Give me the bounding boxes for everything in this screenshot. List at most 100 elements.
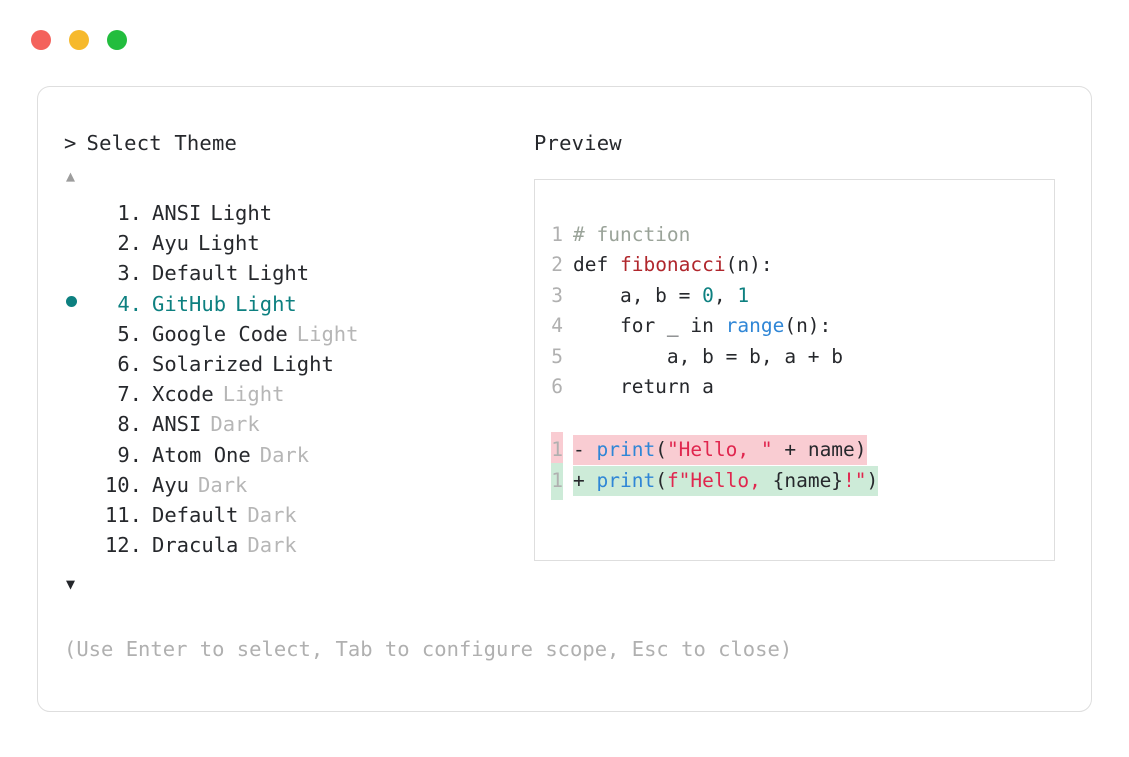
code-token: print (596, 438, 656, 462)
list-item-variant: Dark (259, 442, 310, 467)
list-item[interactable]: 2. Ayu Light (64, 228, 534, 258)
list-item-name: Ayu (152, 231, 190, 256)
list-item-variant: Light (198, 231, 260, 256)
diff-content: - print("Hello, " + name) (573, 435, 867, 466)
list-item-variant: Dark (210, 412, 260, 437)
list-item-number: 2. (117, 231, 142, 256)
page-title: Select Theme (86, 131, 238, 155)
line-number: 4 (551, 314, 563, 338)
list-item-name: GitHub (152, 291, 227, 316)
list-item-number: 12. (104, 533, 142, 558)
selection-bullet-cell (64, 289, 94, 319)
code-token: (n): (725, 253, 773, 277)
list-item-number: 9. (117, 442, 142, 467)
list-item-name: ANSI (152, 412, 202, 437)
theme-selector-card: > Select Theme ▲ 1. ANSI Light (37, 86, 1092, 712)
list-item[interactable]: 10. Ayu Dark (64, 470, 534, 500)
list-item[interactable]: 11. Default Dark (64, 500, 534, 530)
list-item[interactable]: 7. Xcode Light (64, 379, 534, 409)
code-token: (n): (784, 314, 832, 338)
diff-block: 1- print("Hello, " + name)1+ print(f"Hel… (535, 432, 1054, 501)
code-token: f"Hello, (666, 468, 773, 492)
list-item-number: 11. (104, 502, 142, 527)
list-item-number: 5. (117, 321, 142, 346)
code-token: # function (573, 223, 691, 246)
list-item-name: Solarized (152, 351, 264, 376)
code-token: return a (573, 374, 714, 398)
list-item[interactable]: 5. Google Code Light (64, 319, 534, 349)
code-token: for _ in (573, 314, 726, 338)
list-item-variant: Dark (247, 533, 297, 558)
code-token: + name) (772, 438, 867, 462)
list-item[interactable]: 3. Default Light (64, 258, 534, 288)
code-token: range (725, 314, 785, 338)
line-number: 5 (551, 344, 563, 368)
code-line: 6 return a (551, 372, 1054, 402)
close-window-button[interactable] (31, 30, 51, 50)
list-item-number: 7. (117, 382, 142, 407)
list-item-variant: Light (222, 382, 285, 407)
scroll-up-icon[interactable]: ▲ (66, 167, 76, 185)
list-item-name: ANSI (152, 201, 202, 225)
list-item-name: Dracula (152, 533, 239, 558)
diff-marker: - (573, 438, 597, 462)
line-number: 1 (551, 462, 563, 501)
keyboard-hint: (Use Enter to select, Tab to configure s… (64, 637, 793, 661)
list-item-variant: Light (296, 321, 359, 346)
list-item[interactable]: 9. Atom One Dark (64, 440, 534, 470)
code-token: print (596, 468, 656, 492)
list-item-number: 10. (104, 472, 142, 497)
window-traffic-lights (31, 30, 127, 50)
code-token: ) (866, 468, 879, 492)
code-token: ( (655, 438, 667, 462)
code-token: a, b = (573, 283, 703, 307)
list-item-number: 6. (117, 351, 142, 376)
list-item-variant: Dark (198, 472, 248, 497)
code-token: a, b = b, a + b (573, 344, 844, 368)
scroll-down-icon[interactable]: ▼ (66, 575, 76, 594)
code-token: {name} (772, 468, 844, 492)
list-item-number: 1. (117, 201, 142, 225)
code-line: 4 for _ in range(n): (551, 311, 1054, 341)
theme-selector-pane: > Select Theme ▲ 1. ANSI Light (64, 131, 534, 594)
theme-list: 1. ANSI Light 2. Ayu Light 3. Default (64, 198, 534, 560)
diff-line-add: 1 + print(f"Hello, {name}!") (551, 462, 1054, 501)
list-item-name: Google Code (152, 321, 288, 346)
list-item-name: Xcode (152, 382, 214, 407)
code-line: 5 a, b = b, a + b (551, 342, 1054, 372)
code-line: 1# function (551, 220, 1054, 250)
selected-bullet-icon (66, 295, 77, 307)
line-number: 1 (551, 432, 563, 470)
list-item-name: Default (152, 261, 239, 286)
list-item-variant: Light (210, 201, 273, 225)
list-item-number: 4. (117, 291, 142, 316)
list-item-variant: Light (272, 351, 334, 376)
list-item[interactable]: 8. ANSI Dark (64, 409, 534, 439)
code-token: 0 (702, 283, 714, 307)
list-item[interactable]: 1. ANSI Light (64, 198, 534, 228)
minimize-window-button[interactable] (69, 30, 89, 50)
list-item[interactable]: 4. GitHub Light (64, 289, 534, 319)
maximize-window-button[interactable] (107, 30, 127, 50)
list-item-name: Ayu (152, 472, 190, 497)
line-number: 3 (551, 283, 563, 307)
list-item[interactable]: 6. Solarized Light (64, 349, 534, 379)
preview-heading: Preview (534, 131, 622, 155)
diff-line-del: 1- print("Hello, " + name) (551, 432, 1054, 470)
diff-content: + print(f"Hello, {name}!") (573, 465, 879, 496)
list-item[interactable]: 12. Dracula Dark (64, 530, 534, 560)
line-number: 6 (551, 374, 563, 398)
code-token: "Hello, " (666, 438, 773, 462)
select-theme-heading: > Select Theme (64, 131, 534, 155)
list-item-number: 3. (117, 261, 142, 286)
code-token: , (713, 283, 738, 307)
code-token: fibonacci (619, 253, 726, 277)
list-item-name: Default (152, 502, 239, 527)
code-line: 3 a, b = 0, 1 (551, 281, 1054, 311)
list-item-variant: Dark (247, 502, 297, 527)
list-item-variant: Light (247, 261, 310, 286)
